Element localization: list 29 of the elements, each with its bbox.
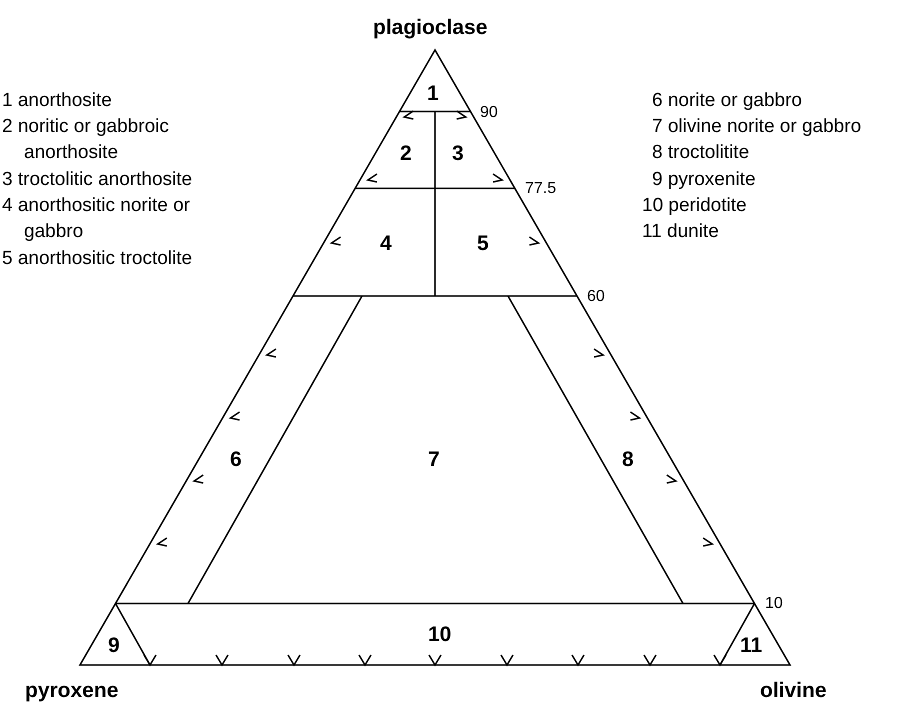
key-entry: 4 anorthositic norite or gabbro	[2, 194, 191, 244]
vertex-label: plagioclase	[373, 15, 488, 41]
key-entry: 3 troctolitic anorthosite	[2, 168, 194, 192]
vertex-label: olivine	[760, 678, 827, 704]
percentage-tick-label: 77.5	[525, 179, 556, 199]
region-number: 11	[740, 633, 762, 659]
percentage-tick-label: 60	[587, 287, 605, 307]
percentage-tick-label: 90	[480, 103, 498, 123]
region-number: 3	[452, 141, 464, 167]
region-number: 6	[230, 447, 242, 473]
key-entry: 11 dunite	[642, 220, 719, 244]
key-entry: 9 pyroxenite	[652, 168, 756, 192]
region-number: 9	[108, 633, 120, 659]
key-entry: 1 anorthosite	[2, 89, 113, 113]
region-number: 8	[622, 447, 634, 473]
key-entry: 8 troctolitite	[652, 141, 750, 165]
key-entry: 5 anorthositic troctolite	[2, 247, 194, 271]
region-number: 10	[428, 622, 452, 648]
region-number: 7	[428, 447, 440, 473]
region-number: 2	[400, 141, 412, 167]
percentage-tick-label: 10	[765, 594, 783, 614]
key-entry: 2 noritic or gabbroic anorthosite	[2, 115, 170, 165]
region-number: 5	[477, 231, 489, 257]
vertex-label: pyroxene	[25, 678, 118, 704]
key-entry: 7 olivine norite or gabbro	[652, 115, 862, 139]
key-entry: 6 norite or gabbro	[652, 89, 802, 113]
key-entry: 10 peridotite	[642, 194, 747, 218]
region-number: 1	[427, 81, 439, 107]
region-number: 4	[380, 231, 392, 257]
